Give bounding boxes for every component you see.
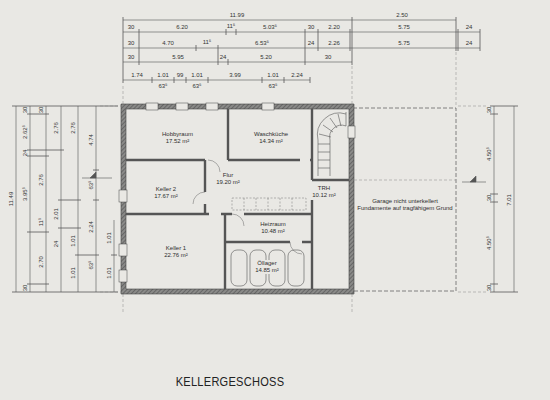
dimension-value: 30 xyxy=(38,107,44,114)
dimension-value: 1.01 xyxy=(70,267,76,279)
garage-outline xyxy=(353,108,456,291)
dimension-value: 5.75 xyxy=(398,24,410,30)
room-label: Heizraum10.48 m² xyxy=(240,218,306,238)
dimension-value: 1.01 xyxy=(70,235,76,247)
garage-area: Garage nicht unterkellertFundamente auf … xyxy=(354,190,455,220)
dimension-lines xyxy=(12,17,518,292)
plan-title: KELLERGESCHOSS xyxy=(176,374,285,389)
dimension-value: 63⁵ xyxy=(268,83,277,89)
dimension-value: 7.01 xyxy=(506,194,512,206)
dimension-value: 30 xyxy=(22,285,28,292)
room-name: Waschküche xyxy=(253,131,289,138)
dimension-value: 5.20 xyxy=(260,54,272,60)
dimension-value: 24 xyxy=(466,40,473,46)
dimension-value: 2.01 xyxy=(53,208,59,220)
dimension-value: 6.20 xyxy=(176,24,188,30)
dimension-value: 63⁵ xyxy=(88,180,94,189)
dimension-value: 63⁵ xyxy=(158,83,167,89)
room-area: 14.85 m² xyxy=(254,267,280,274)
dimension-value: 1.01 xyxy=(106,232,112,244)
room-name: Garage nicht unterkellert xyxy=(371,198,439,205)
dimension-value: 2.20 xyxy=(328,24,340,30)
dimension-value: 24 xyxy=(466,24,473,30)
dimension-value: 99 xyxy=(177,72,184,78)
room-label: Waschküche14.34 m² xyxy=(232,120,310,155)
room-name: Keller 1 xyxy=(165,245,187,252)
room-area: 17.67 m² xyxy=(153,193,179,200)
room-label: TRH10.12 m² xyxy=(300,183,348,201)
room-label: Keller 122.76 m² xyxy=(130,232,222,272)
dimension-value: 24 xyxy=(220,54,227,60)
dimension-value: 1.01 xyxy=(267,72,279,78)
section-marker xyxy=(82,172,486,182)
dimension-value: 11⁵ xyxy=(227,23,236,29)
dimension-value: 24 xyxy=(53,241,59,248)
dimension-value: 2.24 xyxy=(291,72,303,78)
dimension-value: 63⁵ xyxy=(192,83,201,89)
dimension-value: 6.53⁵ xyxy=(255,40,269,46)
dimension-value: 1.74 xyxy=(131,72,143,78)
dimension-value: 24 xyxy=(308,40,315,46)
room-name: Hobbyraum xyxy=(161,131,194,138)
staircase xyxy=(317,112,346,176)
dimension-value: 4.70 xyxy=(162,40,174,46)
dimension-value: 30 xyxy=(22,107,28,114)
dimension-value: 24 xyxy=(22,150,28,157)
dimension-value: 11⁵ xyxy=(203,39,212,45)
dimension-value: 63⁵ xyxy=(88,260,94,269)
dimension-value: 5.95 xyxy=(172,54,184,60)
dimension-value: 11.49 xyxy=(8,192,14,207)
room-area: 10.12 m² xyxy=(311,192,337,199)
dimension-value: 4.50⁵ xyxy=(486,147,492,161)
room-label: Hobbyraum17.52 m² xyxy=(130,120,225,155)
oil-tanks xyxy=(231,250,304,286)
room-name: Keller 2 xyxy=(155,186,177,193)
dimension-value: 5.75 xyxy=(398,40,410,46)
dimension-value: 2.76 xyxy=(70,122,76,134)
dimension-value: 30 xyxy=(486,285,492,292)
dimension-value: 2.26 xyxy=(328,40,340,46)
dimension-value: 2.50 xyxy=(396,12,408,18)
dimension-value: 30 xyxy=(325,54,332,60)
dimension-value: 11⁵ xyxy=(38,218,44,227)
dimension-value: 3.95⁵ xyxy=(22,187,28,201)
dimension-value: 3.99 xyxy=(229,72,241,78)
dimension-value: 5.03⁵ xyxy=(263,24,277,30)
dimension-value: 1.01 xyxy=(106,267,112,279)
room-area: 17.52 m² xyxy=(165,138,191,145)
room-name: Heizraum xyxy=(259,221,287,228)
dimension-value: 30 xyxy=(308,24,315,30)
dimension-value: 2.76 xyxy=(38,174,44,186)
dimension-value: 2.24 xyxy=(88,221,94,233)
dimension-value: 1.01 xyxy=(191,72,203,78)
dimension-value: 4.74 xyxy=(88,134,94,146)
room-name: Flur xyxy=(222,172,234,179)
dimension-value: 2.62⁵ xyxy=(22,125,28,139)
dimension-value: 11.99 xyxy=(230,12,245,18)
room-label: Flur19.20 m² xyxy=(207,166,249,192)
room-area: 22.76 m² xyxy=(163,252,189,259)
dimension-value: 30 xyxy=(128,24,135,30)
dimension-value: 1.01 xyxy=(157,72,169,78)
dimension-value: 4.50⁵ xyxy=(486,236,492,250)
dimension-value: 30 xyxy=(486,195,492,202)
inner-walls xyxy=(126,109,349,289)
room-name: TRH xyxy=(317,185,331,192)
dimension-value: 30 xyxy=(486,107,492,114)
room-area: Fundamente auf tragfähigem Grund xyxy=(356,205,453,212)
room-name: Öllager xyxy=(256,260,277,267)
dimension-value: 2.76 xyxy=(53,122,59,134)
room-area: 14.34 m² xyxy=(258,138,284,145)
room-area: 10.48 m² xyxy=(260,228,286,235)
dimension-value: 30 xyxy=(128,40,135,46)
room-label: Keller 217.67 m² xyxy=(130,175,202,210)
room-label: Öllager14.85 m² xyxy=(232,256,302,278)
dimension-value: 30 xyxy=(128,54,135,60)
room-area: 19.20 m² xyxy=(215,179,241,186)
dimension-value: 2.70 xyxy=(38,256,44,268)
outer-wall xyxy=(121,104,354,294)
